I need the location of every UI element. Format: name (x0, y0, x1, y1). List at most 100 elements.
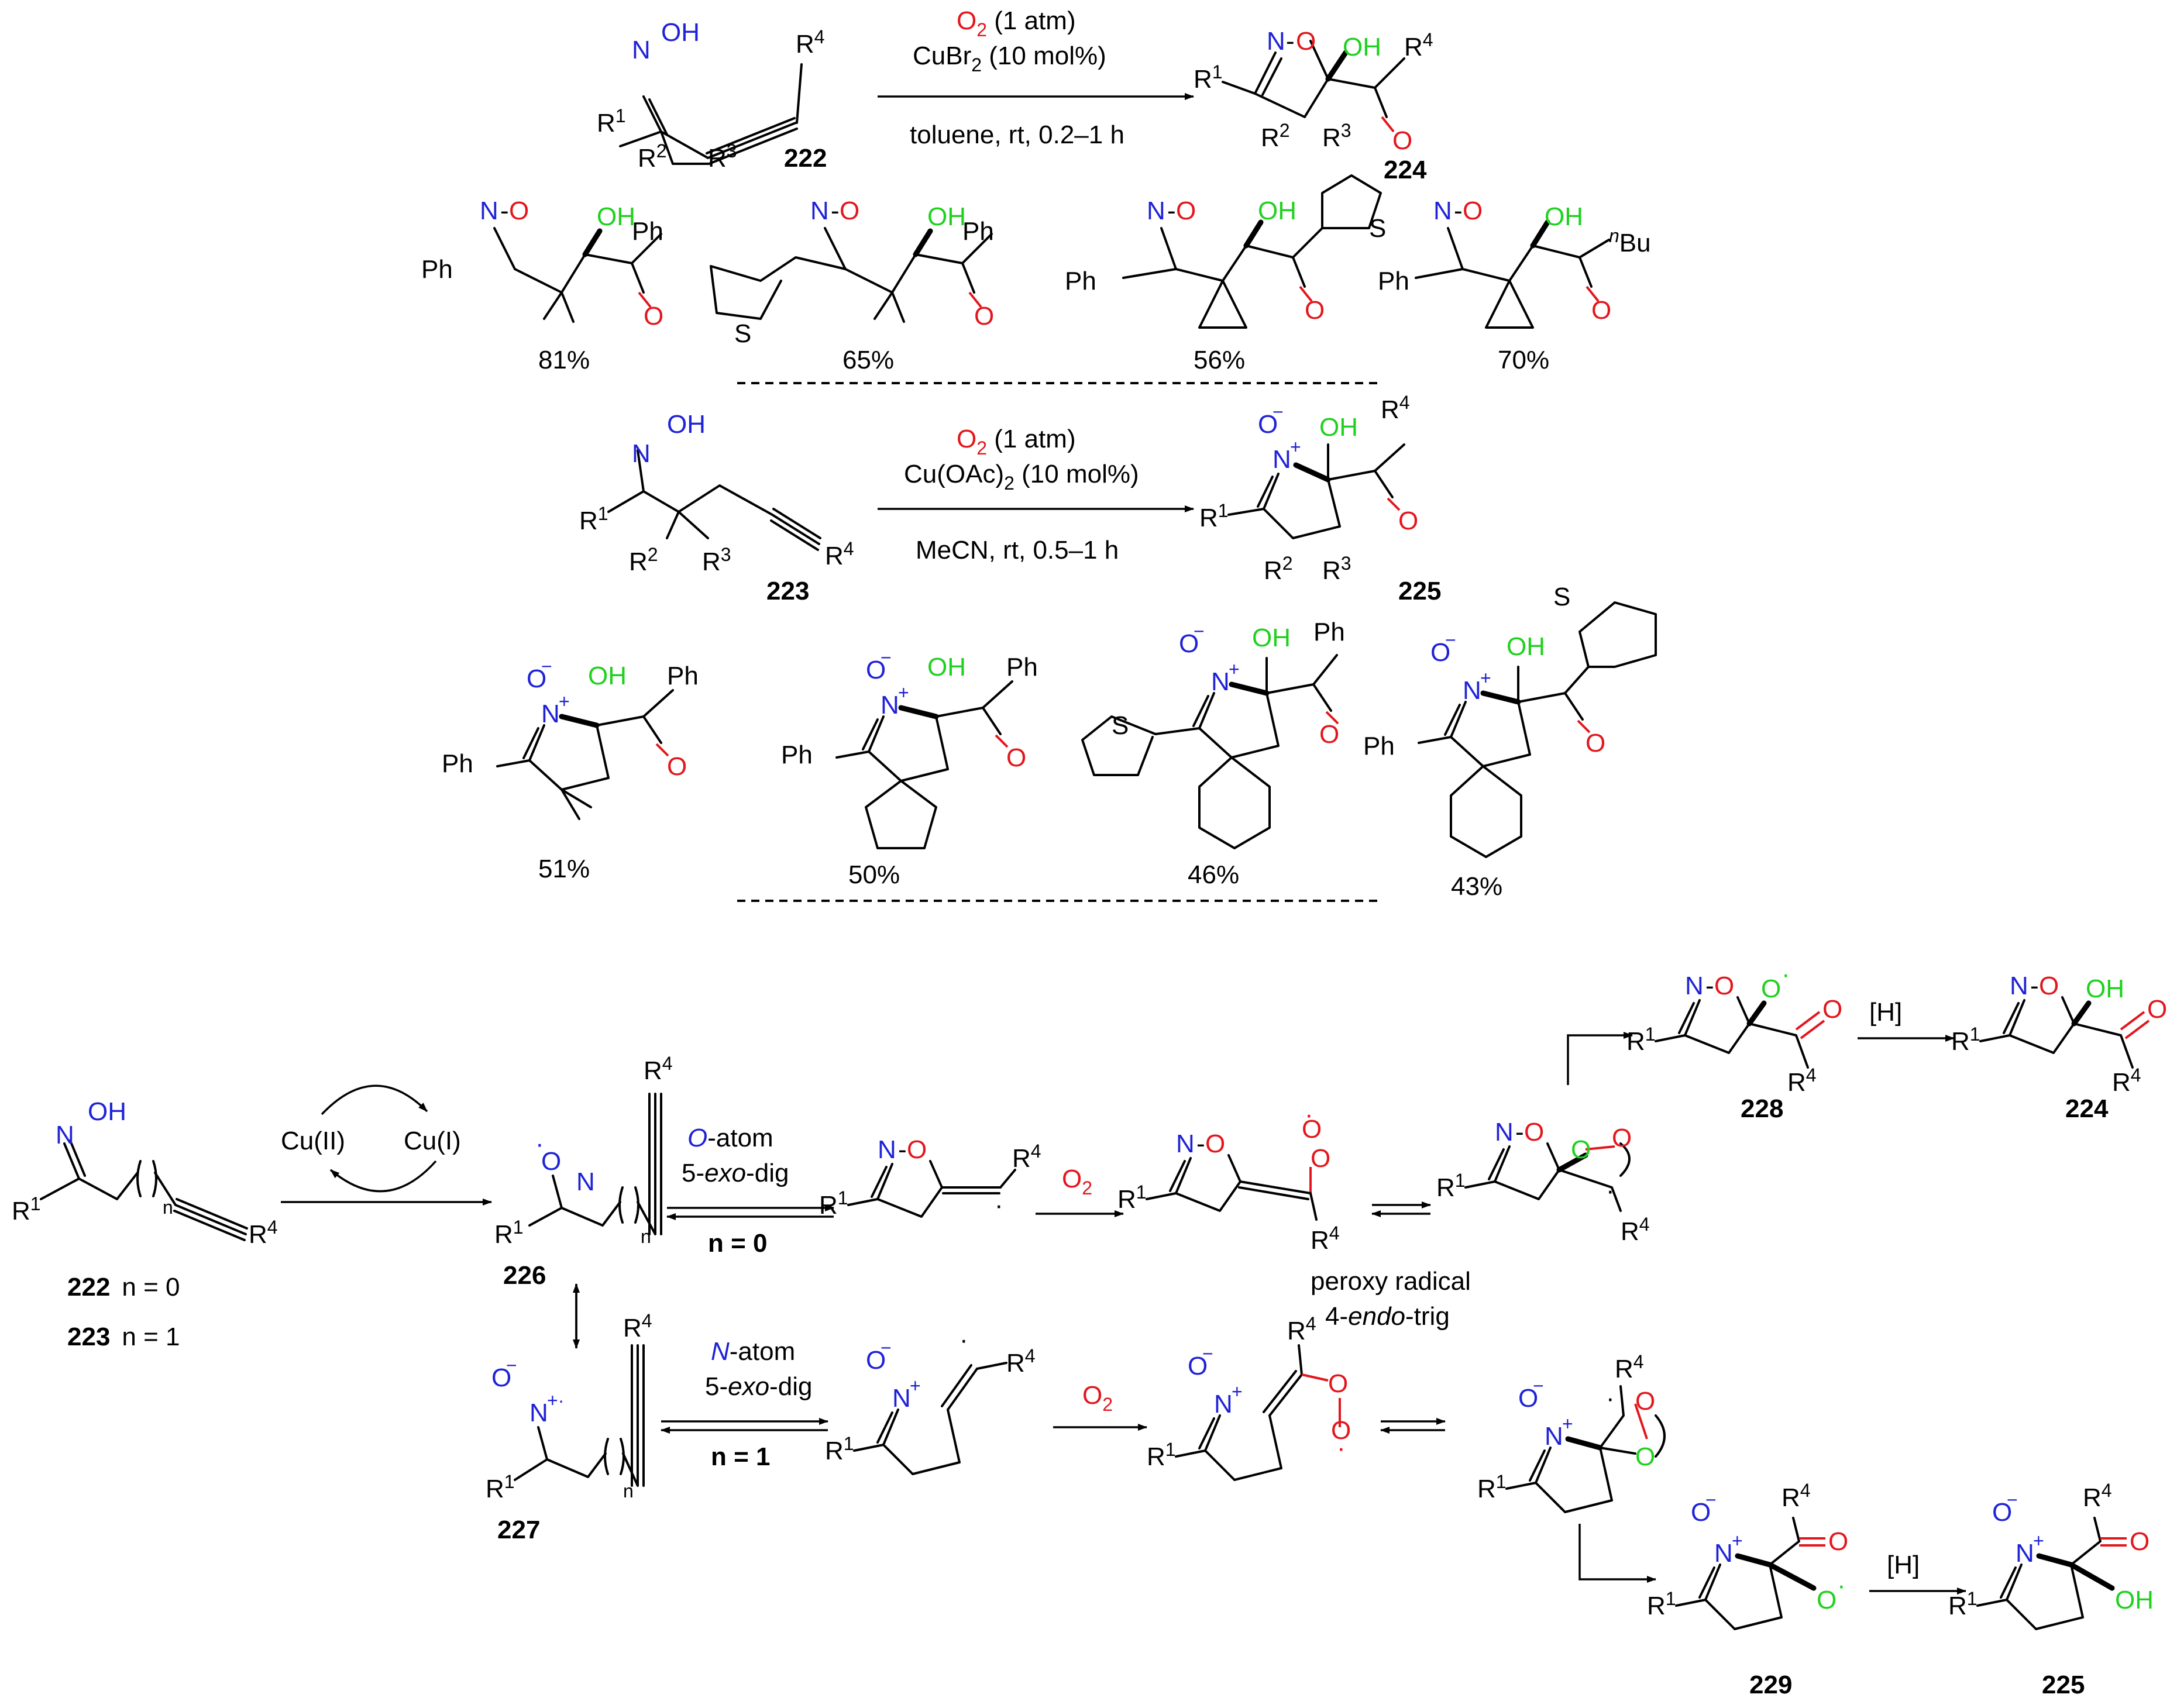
yield-46: 46% (1188, 860, 1239, 889)
example2-3: N+ O− OH Ph S O 46% (1081, 618, 1345, 889)
svg-text:−: − (506, 1355, 517, 1376)
svg-text:Ph: Ph (1378, 267, 1409, 295)
svg-text:-: - (1705, 972, 1714, 1000)
svg-text:O: O (509, 197, 529, 225)
svg-text:N: N (1463, 676, 1481, 705)
svg-text:O: O (1311, 1144, 1330, 1173)
yield-56: 56% (1194, 346, 1245, 374)
dioxetane-intermediate-2: N+ O− · O O R4 R1 (1477, 1351, 1666, 1513)
svg-text:N: N (576, 1168, 595, 1196)
svg-text:R4: R4 (1782, 1480, 1811, 1512)
svg-text:R3: R3 (1322, 120, 1351, 152)
label-227: 227 (497, 1516, 540, 1544)
dioxetane-intermediate-1: N-O O O R1 R4 · (1436, 1118, 1650, 1246)
svg-text:N: N (2016, 1539, 2034, 1568)
svg-text:R4: R4 (1404, 29, 1433, 61)
svg-text:[H]: [H] (1869, 998, 1902, 1027)
svg-text:O: O (1179, 629, 1199, 658)
label-225-mech: 225 (2042, 1671, 2085, 1699)
svg-text:·: · (535, 1130, 544, 1158)
svg-text:Ph: Ph (632, 217, 663, 246)
svg-text:R4: R4 (644, 1053, 673, 1085)
svg-text:[H]: [H] (1887, 1551, 1920, 1579)
example1-2: N-O OH Ph S O 65% (710, 197, 994, 374)
equilibrium-1 (1371, 1201, 1431, 1217)
svg-text:O: O (2039, 972, 2059, 1000)
svg-text:-: - (1286, 27, 1295, 56)
svg-text:−: − (881, 1337, 892, 1358)
svg-text:OH: OH (927, 653, 966, 681)
svg-text:R4: R4 (796, 26, 825, 58)
example1-4: N-O OH nBu Ph O 70% (1378, 197, 1651, 374)
svg-text:OH: OH (667, 410, 706, 439)
svg-text:OH: OH (88, 1097, 126, 1126)
svg-text:R3: R3 (708, 140, 737, 173)
svg-text:-: - (2030, 972, 2039, 1000)
svg-text:O: O (1518, 1384, 1538, 1413)
n-atom-path: N-atom 5-exo-dig n = 1 (661, 1337, 828, 1471)
example2-4: N+ O− OH S Ph O 43% (1363, 583, 1657, 901)
n-cyclized-radical: N+ O− · R4 R1 (825, 1325, 1036, 1475)
svg-text:OH: OH (927, 202, 966, 231)
label-224-mech: 224 (2065, 1094, 2109, 1123)
example1-1: N-O OH Ph Ph O 81% (421, 197, 663, 374)
svg-text:O: O (1392, 126, 1412, 155)
svg-text:·: · (959, 1325, 968, 1354)
svg-text:-: - (1454, 197, 1463, 225)
svg-text:O: O (1828, 1527, 1848, 1556)
svg-text:R1: R1 (1647, 1588, 1676, 1620)
svg-text:OH: OH (2115, 1586, 2154, 1614)
svg-text:N: N (1214, 1390, 1233, 1418)
svg-text:R1: R1 (825, 1433, 854, 1465)
peroxy-intermediate-2: N+ O− O O· R4 R1 (1147, 1313, 1351, 1481)
svg-text:O: O (974, 302, 994, 330)
h-step-1: [H] (1858, 998, 1955, 1042)
cu-i: Cu(I) (404, 1127, 461, 1155)
svg-text:+: + (1562, 1413, 1573, 1434)
svg-text:O: O (1305, 296, 1325, 325)
svg-text:R1: R1 (1194, 61, 1223, 94)
h-step-2: [H] (1869, 1551, 1966, 1595)
svg-text:S: S (1369, 214, 1386, 243)
yield-51: 51% (538, 855, 590, 883)
svg-text:N: N (881, 691, 899, 719)
svg-text:5-exo-dig: 5-exo-dig (705, 1372, 812, 1401)
svg-text:Ph: Ph (421, 255, 453, 284)
svg-text:-: - (1196, 1130, 1205, 1158)
svg-text:R1: R1 (494, 1217, 524, 1249)
svg-text:R4: R4 (2083, 1480, 2112, 1512)
label-224: 224 (1384, 156, 1427, 184)
svg-text:+: + (1290, 436, 1301, 457)
svg-text:O: O (527, 664, 546, 693)
equilibrium-2 (1380, 1418, 1446, 1434)
substrate-222: N OH R1 R2 R3 R4 222 (597, 18, 827, 173)
svg-text:N: N (1495, 1118, 1514, 1146)
svg-text:O: O (1691, 1498, 1711, 1527)
svg-text:−: − (1533, 1375, 1544, 1396)
svg-text:N: N (2010, 972, 2028, 1000)
atom-OH: OH (661, 18, 700, 47)
svg-text:OH: OH (1507, 632, 1545, 661)
svg-text:n = 1: n = 1 (711, 1442, 771, 1471)
svg-text:R1: R1 (12, 1193, 41, 1225)
svg-text:R4: R4 (1006, 1345, 1036, 1378)
svg-text:O: O (1302, 1115, 1322, 1144)
svg-text:O: O (866, 656, 886, 684)
svg-text:R4: R4 (1621, 1214, 1650, 1246)
svg-text:O: O (1635, 1387, 1655, 1416)
svg-text:O: O (1328, 1369, 1348, 1398)
svg-text:O: O (491, 1363, 511, 1392)
svg-text:O: O (1571, 1135, 1591, 1164)
intermediate-227: O− N+· R4 R1 n 227 (486, 1310, 652, 1544)
svg-text:N: N (1176, 1130, 1195, 1158)
svg-text:toluene, rt, 0.2–1 h: toluene, rt, 0.2–1 h (910, 120, 1124, 149)
svg-text:O: O (866, 1346, 886, 1375)
label-228: 228 (1741, 1094, 1783, 1123)
svg-text:O: O (1398, 507, 1418, 535)
svg-text:R4: R4 (1311, 1223, 1340, 1255)
svg-text:R1: R1 (1477, 1471, 1507, 1503)
